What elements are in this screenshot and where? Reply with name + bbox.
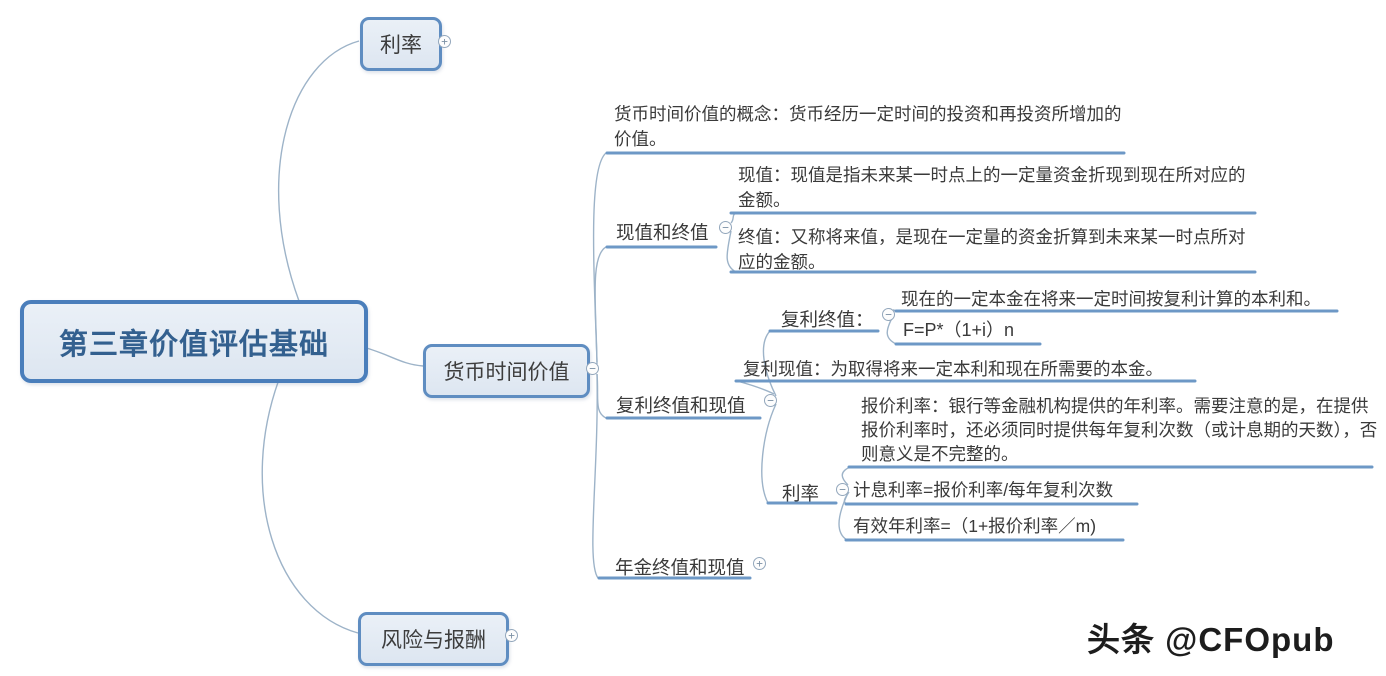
collapse-icon[interactable]: − <box>586 362 599 375</box>
collapse-icon[interactable]: − <box>764 394 777 407</box>
topic-compound-fv-formula[interactable]: F=P*（1+i）n <box>903 320 1015 340</box>
topic-quoted-rate[interactable]: 报价利率：银行等金融机构提供的年利率。需要注意的是，在提供报价利率时，还必须同时… <box>861 396 1378 464</box>
expand-icon[interactable]: + <box>505 629 518 642</box>
topic-time-value-concept[interactable]: 货币时间价值的概念：货币经历一定时间的投资和再投资所增加的价值。 <box>614 104 1122 149</box>
topic-time-value[interactable]: 货币时间价值 <box>423 344 590 398</box>
expand-icon[interactable]: + <box>438 35 451 48</box>
expand-icon[interactable]: + <box>753 557 766 570</box>
collapse-icon[interactable]: − <box>882 308 895 321</box>
collapse-icon[interactable]: − <box>719 221 732 234</box>
topic-periodic-rate[interactable]: 计息利率=报价利率/每年复利次数 <box>853 480 1114 500</box>
topic-future-value[interactable]: 终值：又称将来值，是现在一定量的资金折算到未来某一时点所对应的金额。 <box>738 227 1246 272</box>
topic-present-value[interactable]: 现值：现值是指未来某一时点上的一定量资金折现到现在所对应的金额。 <box>738 165 1246 210</box>
topic-effective-rate[interactable]: 有效年利率=（1+报价利率／m) <box>853 516 1097 536</box>
topic-pv-fv[interactable]: 现值和终值 <box>616 222 709 243</box>
topic-compound-fv-definition[interactable]: 现在的一定本金在将来一定时间按复利计算的本利和。 <box>901 289 1321 309</box>
collapse-icon[interactable]: − <box>836 483 849 496</box>
topic-compound-pv[interactable]: 复利现值：为取得将来一定本利和现在所需要的本金。 <box>743 359 1163 379</box>
watermark: 头条 @CFOpub <box>1087 621 1335 658</box>
topic-interest-rate[interactable]: 利率 <box>360 17 442 71</box>
topic-compound-fv[interactable]: 复利终值： <box>781 309 874 330</box>
topic-rates[interactable]: 利率 <box>782 483 820 504</box>
topic-annuity[interactable]: 年金终值和现值 <box>615 557 745 578</box>
root-topic[interactable]: 第三章价值评估基础 <box>20 300 368 383</box>
topic-risk-reward[interactable]: 风险与报酬 <box>358 612 509 666</box>
topic-compound[interactable]: 复利终值和现值 <box>616 395 746 416</box>
